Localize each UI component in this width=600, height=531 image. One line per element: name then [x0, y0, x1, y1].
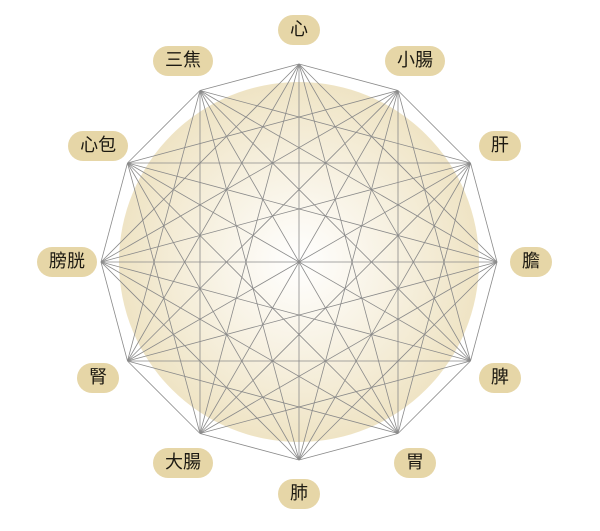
connection-line	[199, 90, 471, 362]
connection-line	[199, 162, 471, 434]
connection-line	[199, 90, 498, 263]
connection-line	[127, 90, 201, 362]
connection-line	[127, 162, 399, 434]
connection-line	[199, 90, 471, 164]
node-label-triple-burner: 三焦	[153, 46, 213, 77]
connection-line	[127, 261, 498, 362]
node-label-kidney: 腎	[77, 363, 120, 393]
connection-line	[127, 162, 201, 434]
connection-line	[298, 63, 399, 91]
connection-line	[127, 90, 399, 362]
connection-line	[298, 433, 399, 461]
connection-line	[199, 433, 300, 461]
connection-line	[100, 261, 399, 434]
connection-line	[199, 90, 399, 434]
node-label-gallbladder: 膽	[510, 247, 552, 277]
node-label-spleen: 脾	[478, 363, 521, 393]
connection-line	[127, 90, 201, 164]
connection-line	[100, 261, 128, 362]
connection-line	[199, 90, 300, 461]
node-label-large-intestine: 大腸	[153, 447, 213, 478]
connection-line	[199, 63, 300, 434]
node-label-lung: 肺	[278, 479, 320, 509]
connection-line	[100, 162, 471, 263]
connection-line	[298, 90, 399, 461]
connection-line	[397, 90, 471, 164]
connection-line	[397, 360, 471, 434]
connection-line	[470, 162, 498, 263]
connection-line	[199, 63, 300, 91]
node-label-liver: 肝	[478, 131, 521, 161]
node-label-small-intestine: 小腸	[385, 46, 445, 77]
connection-lines	[100, 63, 498, 461]
connection-line	[298, 63, 399, 434]
node-label-stomach: 胃	[394, 447, 436, 478]
node-label-heart: 心	[278, 15, 320, 45]
connection-line	[100, 261, 471, 362]
node-label-pericardium: 心包	[68, 131, 129, 161]
connection-line	[127, 162, 300, 461]
node-label-bladder: 膀胱	[37, 247, 97, 277]
connection-line	[127, 162, 498, 263]
connection-line	[127, 360, 201, 434]
connection-line	[100, 162, 128, 263]
connection-line	[470, 261, 498, 362]
